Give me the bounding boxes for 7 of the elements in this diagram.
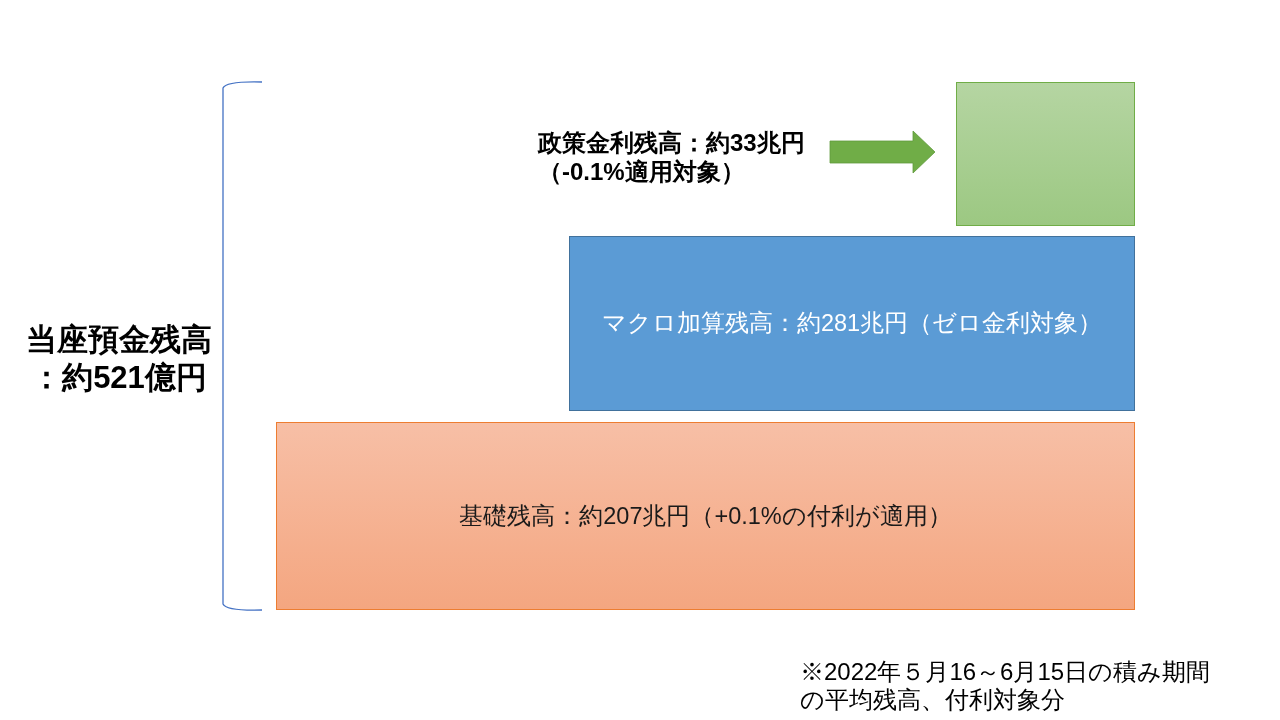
labeled-box: 基礎残高：約207兆円（+0.1%の付利が適用） bbox=[276, 422, 1135, 610]
block bbox=[956, 82, 1135, 226]
footnote: ※2022年５月16～6月15日の積み期間の平均残高、付利対象分 bbox=[800, 658, 1212, 714]
arrow-caption: 政策金利残高：約33兆円（-0.1%適用対象） bbox=[538, 128, 806, 186]
bracket-label: 当座預金残高：約521億円 bbox=[25, 321, 213, 397]
block-arrow bbox=[829, 130, 936, 174]
labeled-box: マクロ加算残高：約281兆円（ゼロ金利対象） bbox=[569, 236, 1135, 411]
